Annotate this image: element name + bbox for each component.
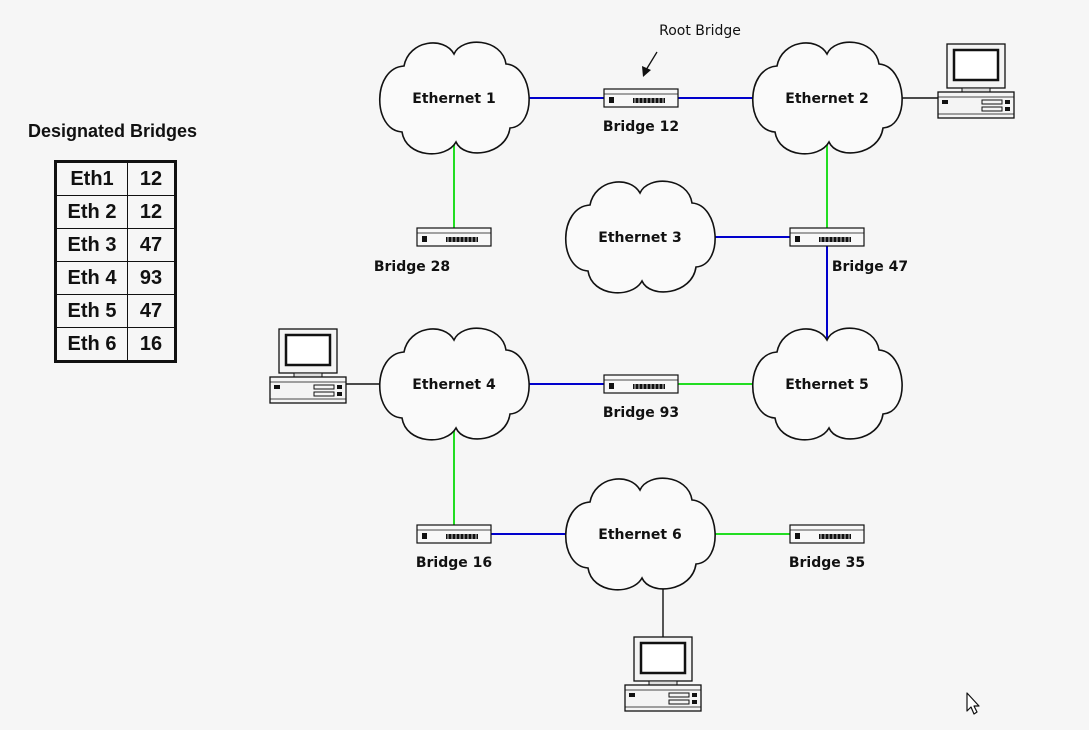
network-cell: Eth 4 — [55, 261, 128, 295]
bridge-16: Bridge 16 — [416, 524, 492, 571]
links — [346, 97, 938, 637]
ethernet-5-cloud: Ethernet 5 — [751, 327, 903, 441]
bridge-28: Bridge 28 — [374, 227, 492, 275]
root-bridge-annotation: Root Bridge — [642, 23, 741, 77]
network-cell: Eth 2 — [55, 195, 128, 229]
computer-icon — [936, 42, 1016, 120]
computer-icon — [623, 635, 703, 713]
ethernet-4-label: Ethernet 4 — [412, 377, 496, 393]
bridge-93: Bridge 93 — [603, 374, 679, 421]
bridge-35: Bridge 35 — [789, 524, 865, 571]
bridge-id-cell: 47 — [127, 228, 176, 262]
bridge-id-cell: 93 — [127, 261, 176, 295]
ethernet-3-label: Ethernet 3 — [598, 230, 681, 246]
ethernet-3-cloud: Ethernet 3 — [564, 180, 716, 294]
ethernet-5-label: Ethernet 5 — [785, 377, 868, 393]
bridge-47: Bridge 47 — [789, 227, 908, 275]
bridge-28-label: Bridge 28 — [374, 259, 450, 275]
bridge-47-label: Bridge 47 — [832, 259, 908, 275]
bridge-id-cell: 16 — [127, 327, 176, 362]
ethernet-1-cloud: Ethernet 1 — [378, 41, 530, 155]
ethernet-6-label: Ethernet 6 — [598, 527, 681, 543]
network-cell: Eth 5 — [55, 294, 128, 328]
computer-icon — [268, 327, 348, 405]
mouse-cursor-icon — [966, 692, 980, 715]
ethernet-6-cloud: Ethernet 6 — [564, 477, 716, 591]
bridge-35-label: Bridge 35 — [789, 555, 865, 571]
bridge-id-cell: 12 — [127, 161, 176, 196]
bridge-12: Bridge 12 — [603, 88, 679, 135]
ethernet-2-label: Ethernet 2 — [785, 91, 868, 107]
ethernet-4-cloud: Ethernet 4 — [378, 327, 530, 441]
root-bridge-label: Root Bridge — [659, 23, 741, 39]
ethernet-1-label: Ethernet 1 — [412, 91, 495, 107]
network-cell: Eth 6 — [55, 327, 128, 362]
arrowhead-icon — [642, 66, 651, 77]
root-bridge-arrow — [645, 51, 658, 71]
bridge-id-cell: 47 — [127, 294, 176, 328]
network-cell: Eth 3 — [55, 228, 128, 262]
network-cell: Eth1 — [55, 161, 128, 196]
ethernet-2-cloud: Ethernet 2 — [751, 41, 903, 155]
bridge-id-cell: 12 — [127, 195, 176, 229]
bridge-16-label: Bridge 16 — [416, 555, 492, 571]
bridge-93-label: Bridge 93 — [603, 405, 679, 421]
bridge-12-label: Bridge 12 — [603, 119, 679, 135]
designated-bridges-title: Designated Bridges — [28, 121, 198, 141]
